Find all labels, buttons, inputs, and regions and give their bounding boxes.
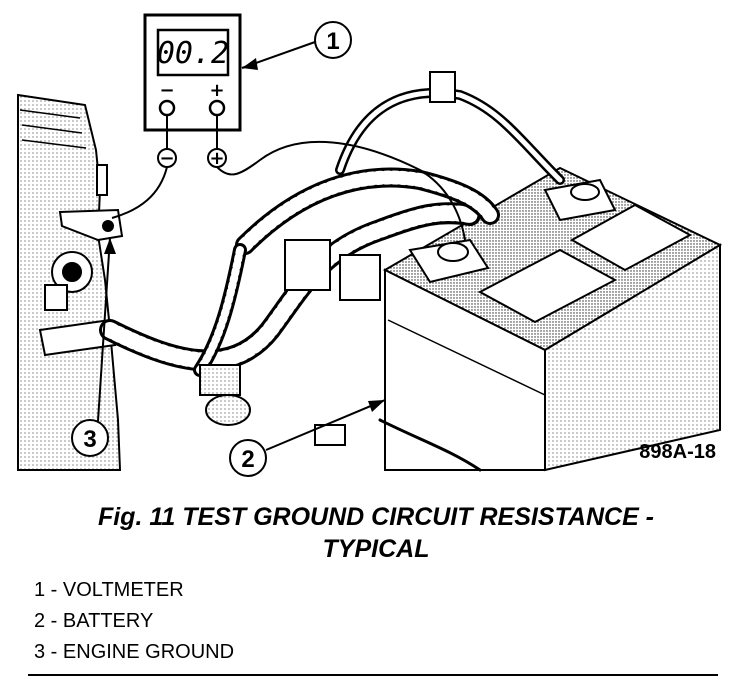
callout-3: 3 bbox=[71, 237, 116, 457]
battery bbox=[382, 166, 723, 472]
test-leads bbox=[111, 115, 466, 241]
bottom-divider bbox=[28, 674, 718, 676]
voltmeter-display: 00.2 bbox=[157, 36, 229, 71]
legend-separator: - bbox=[45, 579, 63, 601]
callout-2: 2 bbox=[229, 399, 386, 477]
legend-number: 3 bbox=[34, 641, 46, 663]
engine-block bbox=[17, 93, 122, 471]
callout-3-number: 3 bbox=[83, 426, 96, 453]
figure-caption-line2: TYPICAL bbox=[322, 535, 430, 563]
probe-minus-sign: − bbox=[159, 148, 174, 169]
legend-number: 2 bbox=[34, 610, 46, 632]
legend-label: VOLTMETER bbox=[62, 579, 184, 601]
legend-label: BATTERY bbox=[62, 610, 154, 632]
meter-minus-jack bbox=[158, 99, 176, 117]
meter-plus-label: + bbox=[209, 80, 224, 101]
legend-item-voltmeter: 1 - VOLTMETER bbox=[34, 578, 184, 602]
figure-code: 898A-18 bbox=[639, 441, 716, 463]
callout-2-number: 2 bbox=[241, 446, 254, 473]
legend-separator: - bbox=[45, 610, 63, 632]
legend-label: ENGINE GROUND bbox=[62, 641, 235, 663]
connectors bbox=[199, 71, 456, 446]
legend-number: 1 bbox=[34, 579, 46, 601]
battery-terminals bbox=[408, 178, 617, 284]
callout-1: 1 bbox=[241, 21, 352, 70]
probe-plus-sign: + bbox=[209, 148, 224, 169]
legend-separator: - bbox=[45, 641, 63, 663]
figure-caption-line1: Fig. 11 TEST GROUND CIRCUIT RESISTANCE - bbox=[97, 503, 655, 531]
test-ground-illustration: 00.2 − + − + 1 2 3 898A-18 bbox=[17, 13, 723, 477]
legend-item-engine-ground: 3 - ENGINE GROUND bbox=[34, 640, 234, 664]
callout-1-number: 1 bbox=[326, 28, 339, 55]
meter-minus-label: − bbox=[159, 80, 174, 101]
voltmeter: 00.2 − + bbox=[143, 13, 242, 132]
meter-plus-jack bbox=[208, 99, 226, 117]
legend-item-battery: 2 - BATTERY bbox=[34, 609, 153, 633]
